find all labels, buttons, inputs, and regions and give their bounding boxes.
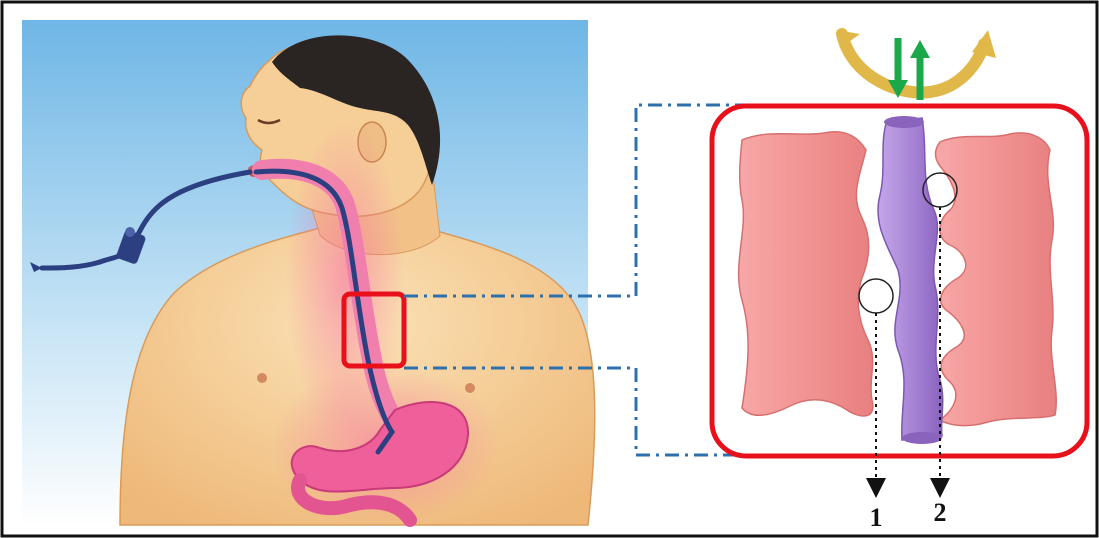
nipple-left <box>257 373 267 383</box>
endoscope-tube-top <box>884 116 924 128</box>
label-1: 1 <box>870 503 883 532</box>
endoscope-tube-bottom <box>902 432 942 444</box>
label-2: 2 <box>934 498 947 527</box>
esophagus-wall-left <box>739 132 873 416</box>
patient-illustration <box>22 20 595 525</box>
